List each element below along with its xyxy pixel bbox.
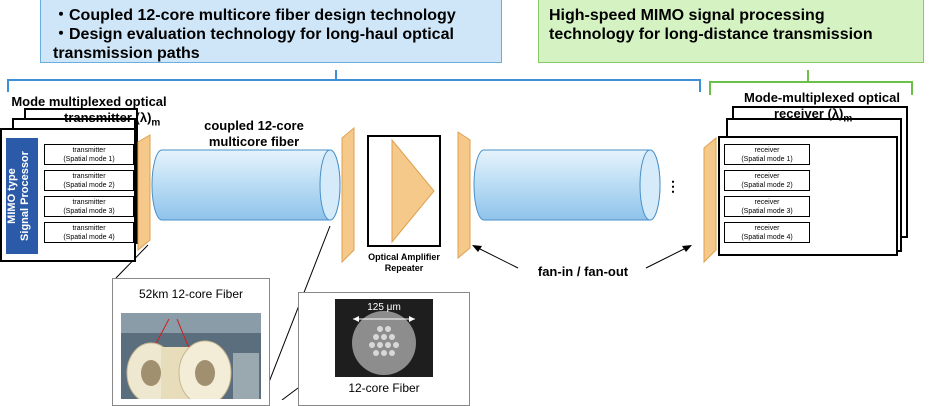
transmitter-title-1: Mode multiplexed optical (11, 94, 167, 109)
callout-line-2 (281, 387, 299, 400)
amplifier-triangle (391, 138, 435, 244)
ellipsis: ⋮ (666, 178, 680, 194)
receiver-unit-2: receiver(Spatial mode 2) (724, 170, 810, 191)
dimension-label: 125 μm (367, 302, 401, 313)
design-technology-box: ・Coupled 12-core multicore fiber design … (40, 0, 502, 63)
receiver-title-2: receiver (λ)m (774, 106, 853, 125)
mimo-line-2: technology for long-distance transmissio… (549, 26, 873, 43)
green-bracket (709, 70, 913, 95)
fan-arrowhead-right (682, 245, 692, 252)
fan-arrow-right (645, 245, 691, 269)
receiver-title-1: Mode-multiplexed optical (743, 90, 900, 105)
fan-plate-tx (137, 134, 151, 252)
fiber-cross-section-image (335, 299, 433, 377)
mimo-technology-box: High-speed MIMO signal processing techno… (538, 0, 924, 63)
design-line-3: transmission paths (53, 45, 200, 62)
fiber-cross-section-panel: 125 μm 12-core Fiber (298, 292, 470, 406)
design-line-1: ・Coupled 12-core multicore fiber design … (53, 7, 456, 24)
fan-arrow-left (473, 245, 519, 269)
design-line-2: ・Design evaluation technology for long-h… (53, 26, 454, 43)
receiver-unit-1: receiver(Spatial mode 1) (724, 144, 810, 165)
transmitter-unit-1: transmitter(Spatial mode 1) (44, 144, 134, 165)
fiber-cylinder-1 (151, 149, 341, 221)
transmitter-unit-2: transmitter(Spatial mode 2) (44, 170, 134, 191)
fiber-cylinder-2-end (639, 149, 661, 221)
fan-plate-rx (703, 136, 717, 264)
fiber-cylinder-1-end (319, 149, 341, 221)
transmitter-unit-3: transmitter(Spatial mode 3) (44, 196, 134, 217)
transmitter-title-2: transmitter (λ)m (64, 110, 161, 129)
fan-plate-amp-in (341, 126, 355, 264)
fan-label: fan-in / fan-out (537, 264, 629, 279)
fiber-spool-image (121, 313, 261, 399)
mimo-signal-processor (6, 138, 38, 254)
transmitter-unit-4: transmitter(Spatial mode 4) (44, 222, 134, 243)
blue-bracket (7, 70, 701, 92)
fiber-spool-caption: 52km 12-core Fiber (138, 287, 244, 301)
mimo-line-1: High-speed MIMO signal processing (549, 7, 825, 24)
fiber-cylinder-2 (473, 149, 661, 221)
fan-plate-amp-out (457, 131, 471, 260)
fiber-spool-photo-panel: 52km 12-core Fiber (112, 278, 270, 406)
fan-arrowhead-left (472, 245, 482, 252)
receiver-unit-4: receiver(Spatial mode 4) (724, 222, 810, 243)
receiver-unit-3: receiver(Spatial mode 3) (724, 196, 810, 217)
cross-section-caption: 12-core Fiber (348, 381, 420, 395)
